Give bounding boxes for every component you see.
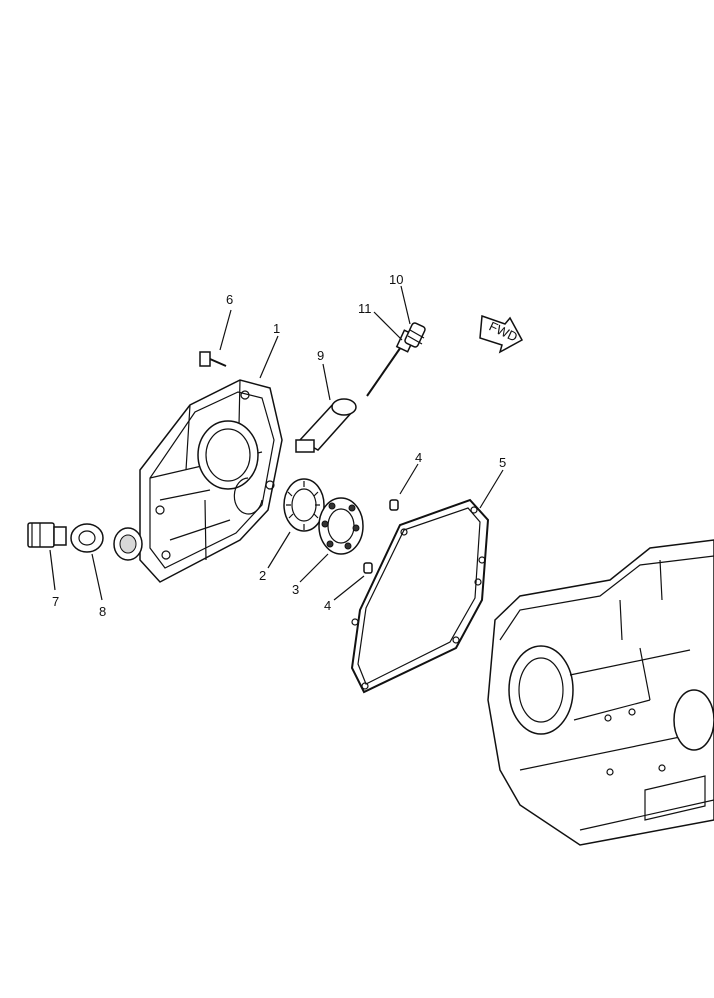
callout-9: 9 — [317, 348, 324, 363]
washer — [70, 523, 104, 553]
callout-8: 8 — [99, 604, 106, 619]
oil-filler-tube — [295, 398, 357, 453]
bearing-2 — [283, 478, 325, 532]
callout-7: 7 — [52, 594, 59, 609]
callout-3: 3 — [292, 582, 299, 597]
dowel-pin-upper — [389, 499, 399, 511]
bearing-3 — [318, 497, 364, 555]
engine-crankcase — [487, 539, 714, 846]
callout-5: 5 — [499, 455, 506, 470]
callout-11: 11 — [358, 301, 372, 316]
leader-lines — [49, 285, 504, 601]
dowel-pin-lower — [363, 562, 373, 574]
callout-4-lower: 4 — [324, 598, 331, 613]
callout-1: 1 — [273, 321, 280, 336]
drain-plug — [27, 522, 67, 548]
callouts: 1 2 3 4 4 5 6 7 8 9 10 11 — [52, 272, 506, 619]
callout-2: 2 — [259, 568, 266, 583]
callout-6: 6 — [226, 292, 233, 307]
gasket — [350, 498, 490, 694]
dipstick — [366, 322, 426, 397]
bolt — [199, 351, 227, 367]
oil-seal — [113, 527, 143, 561]
crankcase-cover — [139, 379, 283, 583]
callout-10: 10 — [389, 272, 403, 287]
callout-4-upper: 4 — [415, 450, 422, 465]
fwd-direction-arrow: FWD — [479, 314, 524, 354]
